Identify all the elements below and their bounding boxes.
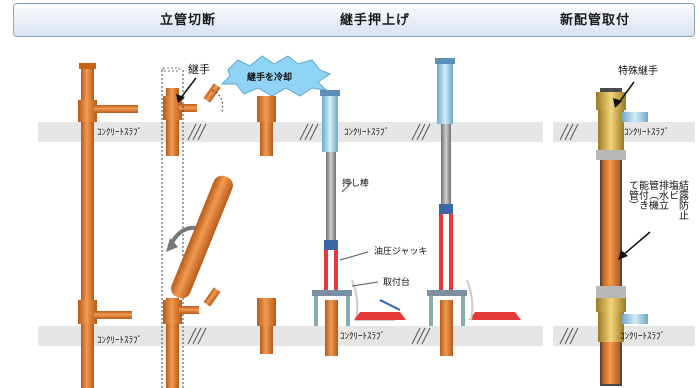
desc-col-3: 排水立 [657,179,669,210]
step-new-pipe-title: 新配管取付 [560,13,631,28]
slab-label-3: ｺﾝｸﾘｰﾄｽﾗﾌﾞ [344,127,389,138]
slab-hatch-marks [187,123,579,345]
step-cut-title: 立管切断 [160,13,217,28]
desc-col-1: 結露防止 [677,179,689,220]
step-header-bar [13,3,695,37]
desc-col-2: 塩ビ [667,179,679,200]
special-joint-label: 特殊継手 [618,64,658,77]
upper-slab [38,122,543,142]
cut-pipe-stage [161,67,233,388]
new-pipe-assembly [596,88,648,386]
slab-label-5: ｺﾝｸﾘｰﾄｽﾗﾌﾞ [624,127,669,138]
push-rod-label: 押し棒 [342,177,369,189]
lower-slab [38,326,543,346]
desc-col-6: て管） [627,180,639,210]
cooling-label: 継手を冷却 [247,71,292,83]
original-pipe [78,63,138,388]
slab-label-2: ｺﾝｸﾘｰﾄｽﾗﾌﾞ [97,335,142,346]
desc-col-5: 能付き [637,179,649,210]
remaining-joints [257,96,276,354]
jack-assembly-2 [427,58,521,356]
new-pipe-description: 結露防止 塩ビ 排水立 管（機 能付き て管） [627,179,689,220]
jack-assembly-1 [312,90,406,356]
desc-col-4: 管（機 [647,179,659,211]
slab-label-6: ｺﾝｸﾘｰﾄｽﾗﾌﾞ [620,331,665,342]
slab-label-1: ｺﾝｸﾘｰﾄｽﾗﾌﾞ [97,127,142,138]
step-push-title: 継手押上げ [340,13,411,28]
mount-label: 取付台 [383,276,410,288]
slab-label-4: ｺﾝｸﾘｰﾄｽﾗﾌﾞ [340,331,385,342]
hydraulic-jack-label: 油圧ジャッキ [374,245,428,257]
cooling-burst [220,55,332,97]
joint-label: 継手 [188,62,210,76]
